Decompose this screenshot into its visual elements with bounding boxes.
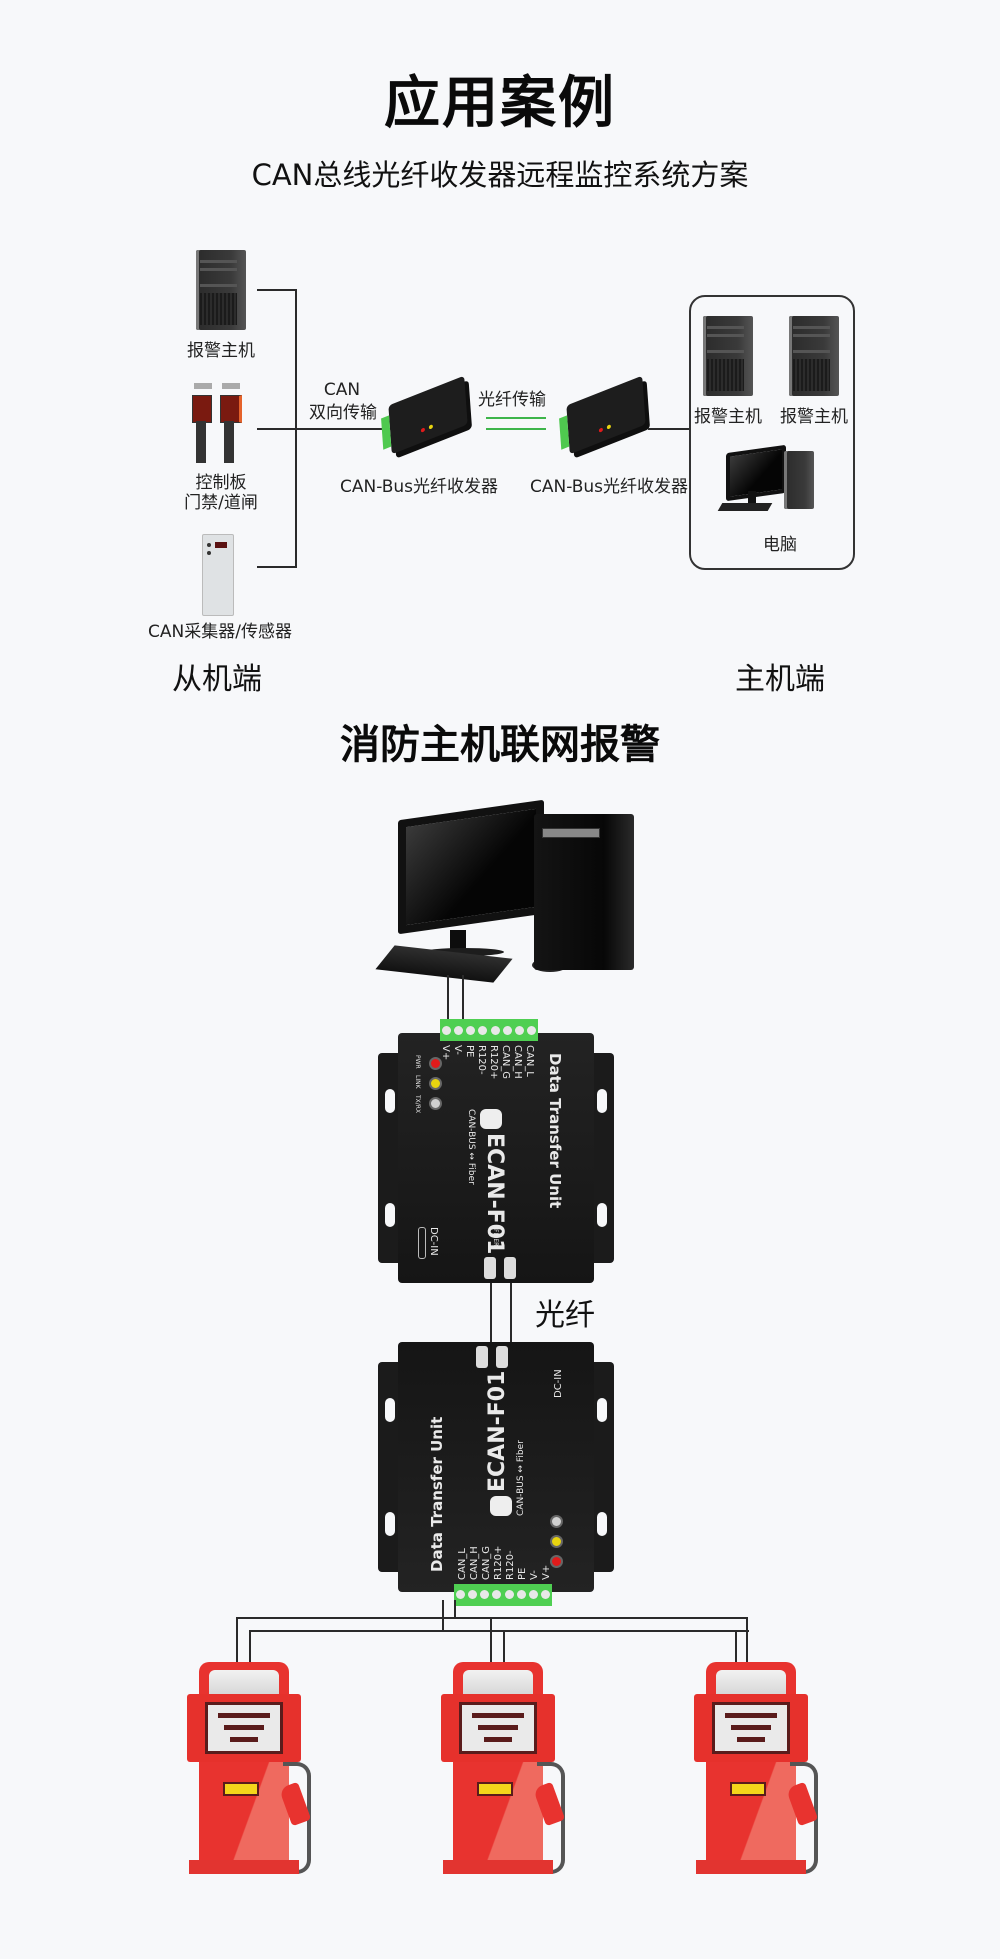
terminal-block: [440, 1019, 538, 1041]
terminal-label: R120+: [488, 1045, 499, 1080]
device-model: ECAN-F01: [482, 1133, 507, 1255]
terminal-label: V-: [452, 1045, 463, 1055]
slave-side-label: 从机端: [172, 662, 262, 697]
terminal-label: CAN_H: [512, 1045, 523, 1079]
host-group-box: [689, 295, 855, 570]
txrx-led: [429, 1097, 442, 1110]
robot-logo-icon: [490, 1496, 512, 1516]
terminal-label: V-: [529, 1570, 540, 1580]
terminal-label: PE: [517, 1567, 528, 1580]
power-label: DC-IN: [428, 1227, 439, 1256]
terminal-label: R120-: [476, 1045, 487, 1075]
fiber-line: [486, 428, 546, 430]
terminal-label: V+: [541, 1564, 552, 1580]
desktop-computer-icon: [370, 790, 640, 983]
slave-can-collector-label: CAN采集器/传感器: [148, 622, 292, 642]
terminal-label: CAN_G: [500, 1045, 511, 1080]
transceiver-label-1: CAN-Bus光纤收发器: [340, 477, 499, 497]
fiber-label: 光纤: [535, 1298, 595, 1333]
device-brand-text: Data Transfer Unit: [428, 1416, 446, 1572]
fiber-tx-port: [484, 1257, 496, 1279]
transceiver-icon: [559, 375, 646, 455]
transceiver-icon: [381, 375, 468, 455]
terminal-label: V+: [440, 1045, 451, 1061]
fiber-link-label: 光纤传输: [478, 390, 546, 410]
link-led: [429, 1077, 442, 1090]
host-alarm-label-2: 报警主机: [780, 407, 848, 427]
fiber-tx-port: [496, 1346, 508, 1368]
terminal-label: R120+: [493, 1545, 504, 1580]
fuel-pump-icon: [187, 1662, 312, 1878]
bus-line: [257, 566, 297, 568]
fiber-cable: [510, 1283, 512, 1343]
ecan-f01-device-bottom: Data Transfer Unit CAN_L CAN_H CAN_G R12…: [378, 1342, 614, 1606]
slave-gate-label: 门禁/道闸: [184, 493, 258, 513]
terminal-label: CAN_H: [469, 1546, 480, 1580]
robot-logo-icon: [480, 1109, 502, 1129]
transceiver-label-2: CAN-Bus光纤收发器: [530, 477, 689, 497]
slave-alarm-host-label: 报警主机: [187, 341, 255, 361]
can-link-label: CAN: [323, 380, 361, 400]
page-title: 应用案例: [384, 71, 616, 136]
fiber-port-label: FIBER: [492, 1229, 499, 1247]
can-line: [295, 428, 400, 430]
terminal-label: CAN_G: [481, 1545, 492, 1580]
host-computer-label: 电脑: [763, 535, 797, 555]
fiber-cable: [490, 1283, 492, 1343]
terminal-block: [454, 1584, 552, 1606]
tower-pc-icon: [703, 316, 753, 396]
device-brand-text: Data Transfer Unit: [546, 1053, 564, 1209]
led-label: TX/RX: [414, 1095, 421, 1114]
fiber-rx-port: [476, 1346, 488, 1368]
page-subtitle: CAN总线光纤收发器远程监控系统方案: [251, 158, 749, 192]
fuel-pump-icon: [694, 1662, 819, 1878]
pwr-led: [550, 1555, 563, 1568]
host-alarm-label-1: 报警主机: [694, 407, 762, 427]
fiber-line: [486, 417, 546, 419]
terminal-label: R120-: [505, 1550, 516, 1580]
slave-control-board-label: 控制板: [195, 473, 247, 493]
led-label: LINK: [414, 1075, 421, 1089]
device-subtitle: CAN-BUS ↔ Fiber: [516, 1440, 526, 1516]
link-led: [550, 1535, 563, 1548]
ecan-f01-device-top: Data Transfer Unit CAN_L CAN_H CAN_G R12…: [378, 1019, 614, 1283]
bus-line: [257, 289, 297, 291]
dc-in-port-icon: [418, 1227, 426, 1259]
device-model: ECAN-F01: [485, 1370, 510, 1492]
cable-line: [462, 975, 464, 1020]
barrier-gate-icon: [190, 383, 246, 463]
host-side-label: 主机端: [735, 662, 825, 697]
fire-alarm-section-title: 消防主机联网报警: [340, 722, 660, 768]
cable-line: [447, 975, 449, 1020]
fiber-rx-port: [504, 1257, 516, 1279]
terminal-label: PE: [464, 1045, 475, 1058]
fuel-pump-icon: [441, 1662, 566, 1878]
host-line: [648, 428, 690, 430]
led-label: PWR: [414, 1055, 421, 1069]
desktop-computer-icon: [717, 444, 820, 517]
power-label: DC-IN: [553, 1369, 564, 1398]
terminal-label: CAN_L: [524, 1045, 535, 1077]
tower-pc-icon: [196, 250, 246, 330]
device-subtitle: CAN-BUS ↔ Fiber: [466, 1109, 476, 1185]
bus-line: [257, 428, 297, 430]
pwr-led: [429, 1057, 442, 1070]
can-collector-icon: [202, 534, 234, 616]
txrx-led: [550, 1515, 563, 1528]
can-bidirectional-label: 双向传输: [309, 403, 377, 423]
tower-pc-icon: [789, 316, 839, 396]
terminal-label: CAN_L: [457, 1548, 468, 1580]
